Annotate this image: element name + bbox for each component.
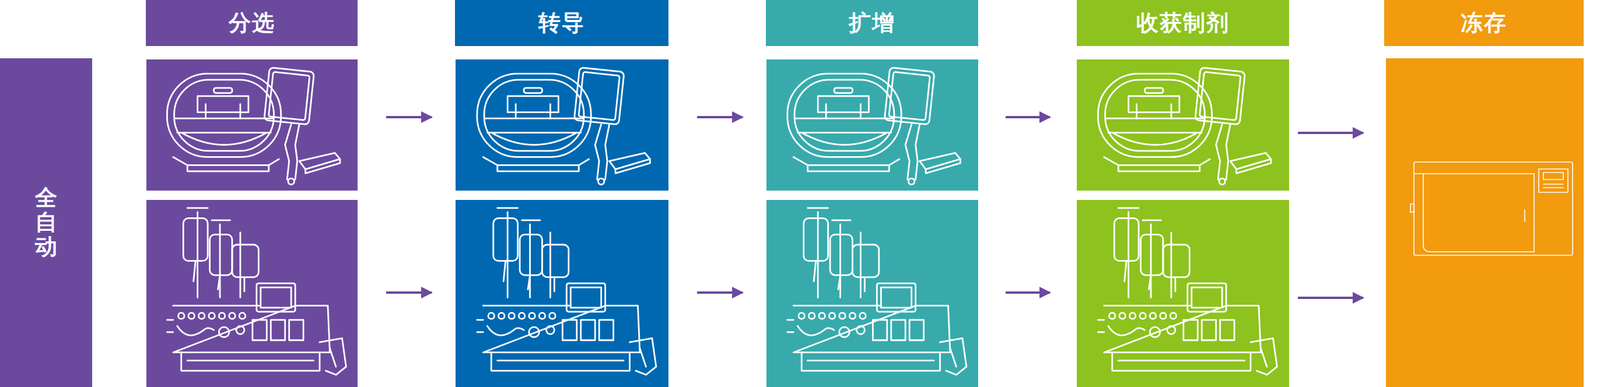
- panel: [146, 59, 358, 191]
- panel: [1076, 200, 1290, 387]
- processing-console: [477, 208, 657, 376]
- step-header: 分选: [145, 0, 358, 47]
- step-label: 冻存: [1460, 8, 1508, 38]
- panel: [146, 200, 358, 387]
- panel: [455, 59, 669, 191]
- panel: [455, 200, 669, 387]
- automation-band: 全自动: [0, 58, 93, 387]
- step-header: 扩增: [765, 0, 979, 47]
- processing-console: [166, 208, 346, 376]
- closed-system-device: [787, 67, 961, 185]
- step-header: 收获制剂: [1076, 0, 1290, 47]
- closed-system-device: [1097, 67, 1272, 185]
- step-header: 转导: [454, 0, 669, 47]
- closed-system-device: [477, 67, 651, 185]
- step-label: 转导: [538, 8, 586, 38]
- panel: [766, 200, 979, 387]
- step-header: 冻存: [1384, 0, 1584, 47]
- step-label: 分选: [228, 8, 276, 38]
- panel: [766, 59, 979, 191]
- flow-arrow: [386, 117, 1364, 299]
- panel: [1076, 59, 1290, 191]
- panel: [1385, 58, 1584, 387]
- freezer: [1410, 162, 1573, 256]
- closed-system-device: [166, 67, 341, 185]
- processing-console: [787, 208, 967, 376]
- band-label: 全自动: [34, 186, 58, 259]
- step-label: 收获制剂: [1136, 8, 1230, 38]
- processing-console: [1097, 208, 1277, 376]
- step-label: 扩增: [848, 8, 896, 38]
